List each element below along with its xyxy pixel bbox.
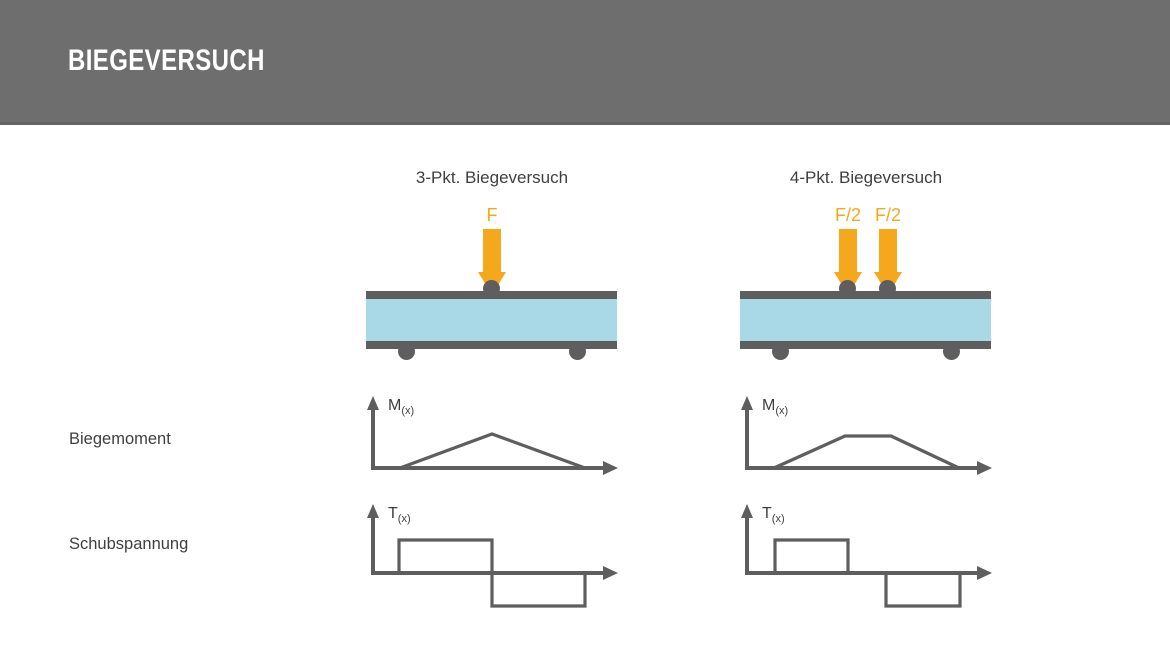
load-label-f-half-left: F/2: [834, 205, 861, 225]
axis-label-shear-four-point: T(x): [762, 505, 785, 525]
specimen-top-face: [366, 291, 617, 299]
support-roller-left-three-point: [398, 343, 415, 360]
specimen-bottom-face: [740, 341, 991, 349]
chart-moment-four-point: M(x): [734, 392, 1004, 482]
axis-label-moment-four-point: M(x): [762, 397, 788, 417]
specimen-core: [740, 299, 991, 341]
load-label-f-half-right: F/2: [874, 205, 901, 225]
chart-moment-three-point: M(x): [360, 392, 630, 482]
axis-label-symbol: T: [388, 505, 398, 522]
axis-label-shear-three-point: T(x): [388, 505, 411, 525]
page-title: BIEGEVERSUCH: [68, 44, 265, 77]
header-divider: [0, 122, 1170, 125]
support-roller-right-three-point: [569, 343, 586, 360]
axis-label-moment-three-point: M(x): [388, 397, 414, 417]
chart-shear-four-point: T(x): [734, 500, 1004, 618]
support-roller-left-four-point: [772, 343, 789, 360]
arrow-shaft-icon: [839, 229, 857, 273]
axis-label-subscript: (x): [397, 513, 411, 526]
support-roller-right-four-point: [943, 343, 960, 360]
axis-label-subscript: (x): [401, 405, 415, 418]
row-label-shear-stress: Schubspannung: [69, 535, 189, 553]
slide-header: BIEGEVERSUCH: [0, 0, 1170, 122]
column-heading-three-point: 3-Pkt. Biegeversuch: [415, 168, 569, 187]
axis-label-subscript: (x): [771, 513, 785, 526]
axis-label-symbol: M: [762, 397, 776, 414]
column-heading-four-point: 4-Pkt. Biegeversuch: [789, 168, 943, 187]
arrow-shaft-icon: [879, 229, 897, 273]
specimen-three-point: [366, 291, 617, 349]
specimen-top-face: [740, 291, 991, 299]
chart-shear-three-point: T(x): [360, 500, 630, 618]
load-label-f: F: [486, 205, 498, 225]
axis-label-subscript: (x): [775, 405, 789, 418]
axis-label-symbol: T: [762, 505, 772, 522]
specimen-core: [366, 299, 617, 341]
specimen-bottom-face: [366, 341, 617, 349]
axis-label-symbol: M: [388, 397, 402, 414]
row-label-bending-moment: Biegemoment: [69, 430, 171, 448]
arrow-shaft-icon: [483, 229, 501, 273]
specimen-four-point: [740, 291, 991, 349]
